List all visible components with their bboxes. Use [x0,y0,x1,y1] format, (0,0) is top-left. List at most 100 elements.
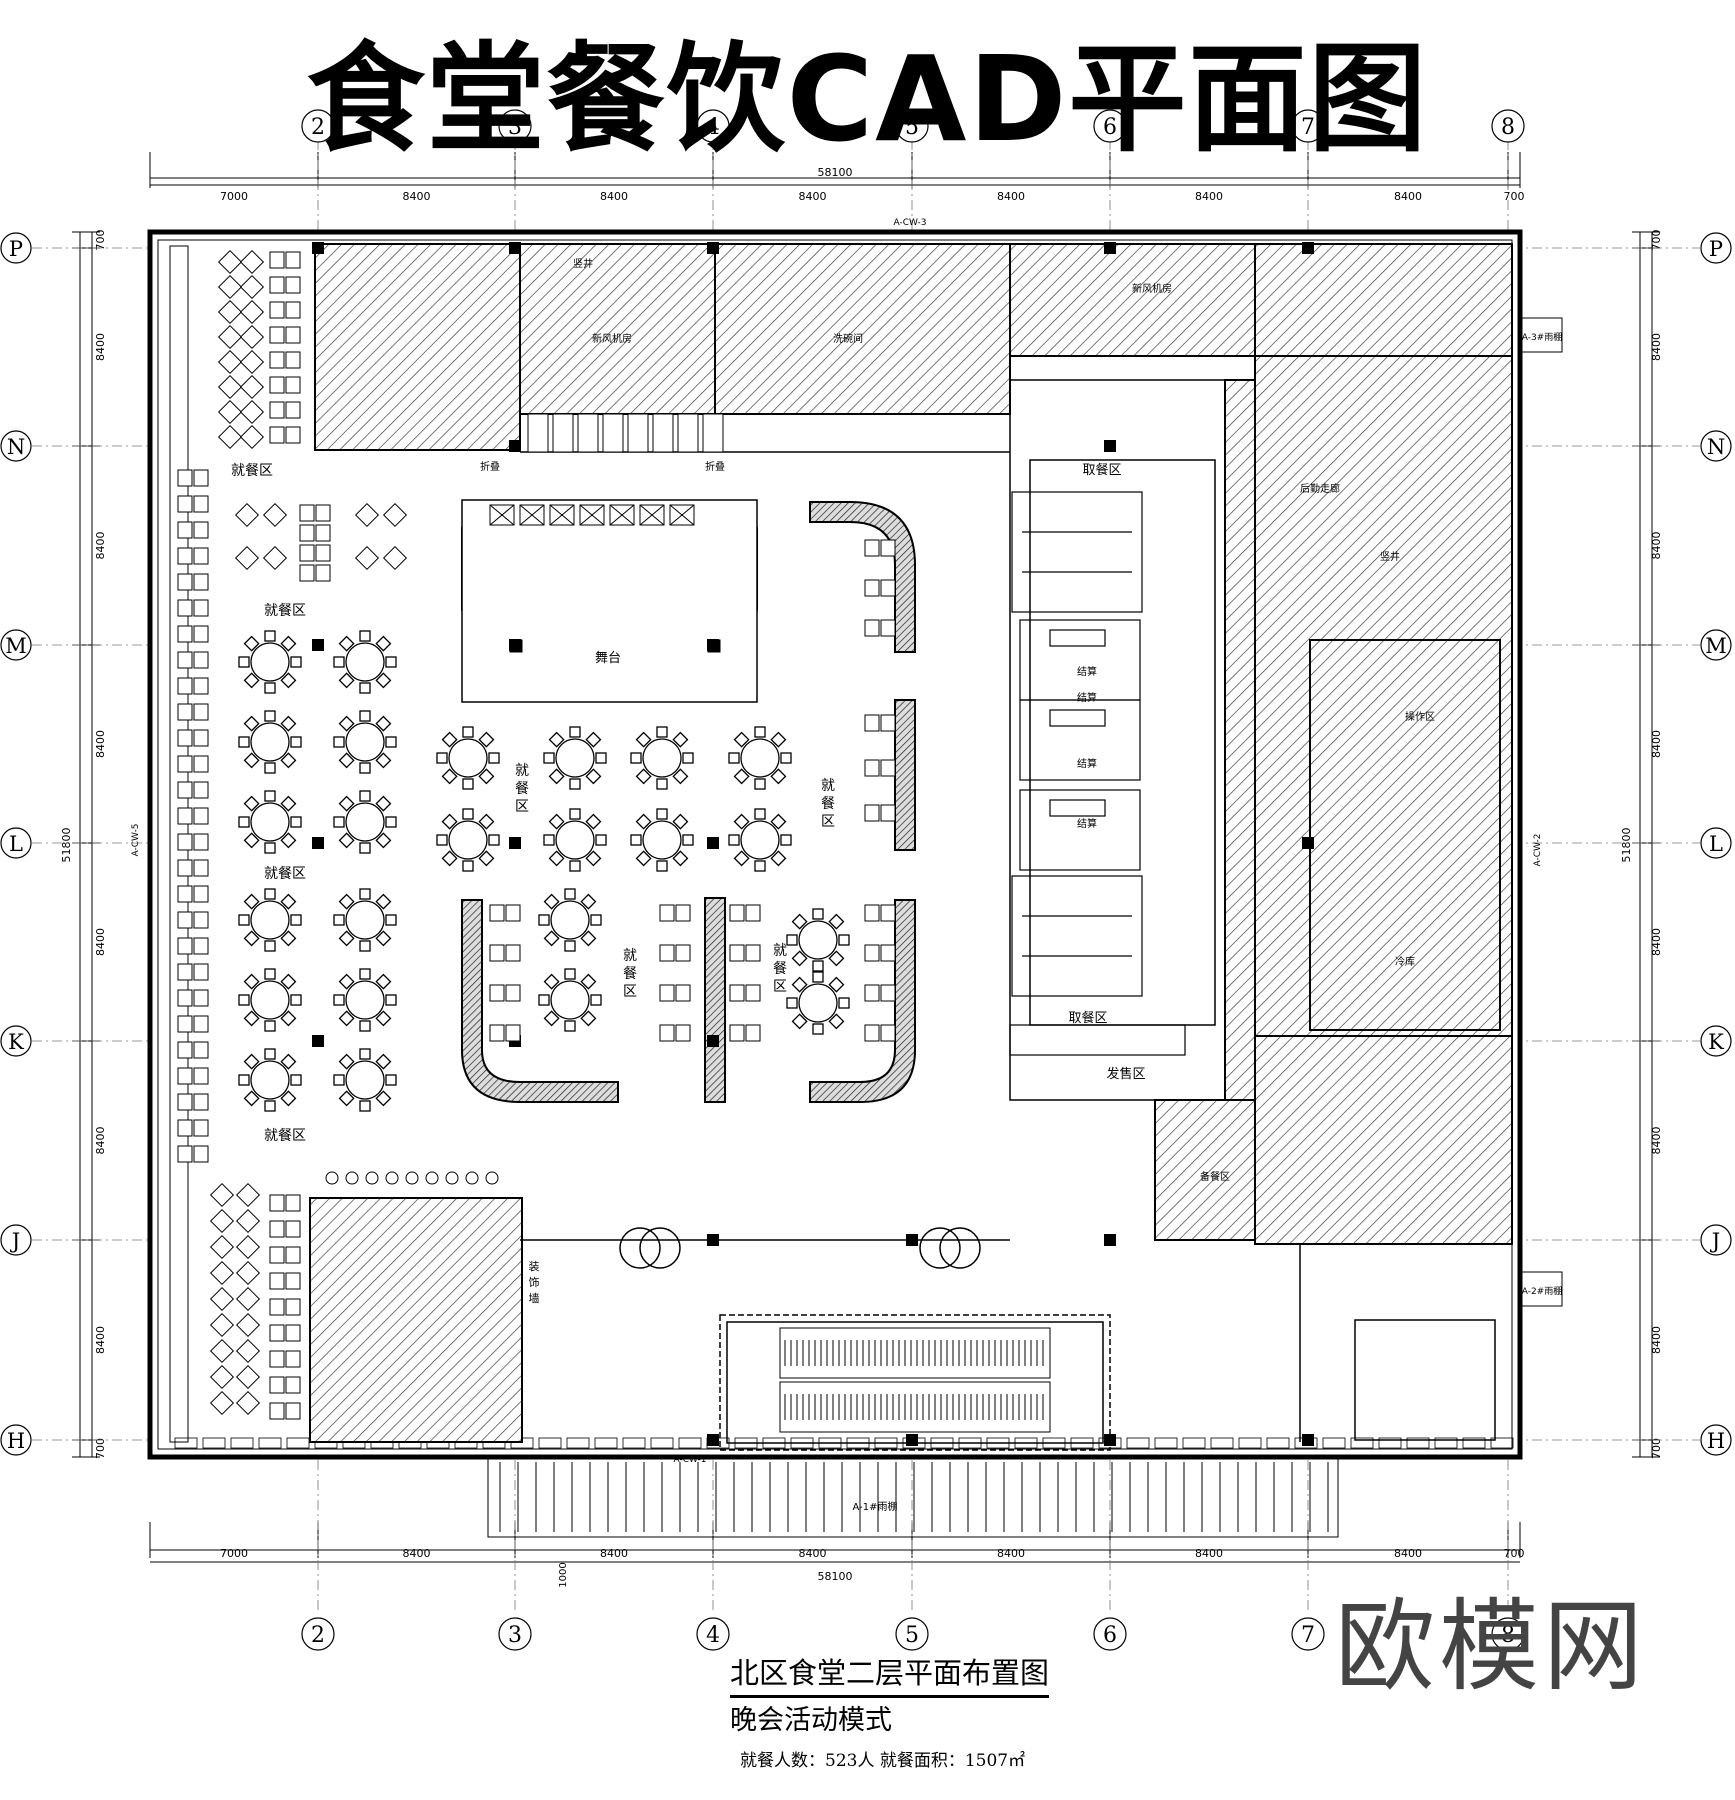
chair [280,635,297,652]
seat [177,1119,193,1137]
seat [193,755,209,773]
bar-stool [325,1171,339,1185]
chair [828,976,845,993]
label-checkout: 结算 [1077,817,1097,830]
chair [569,860,581,872]
grid-bubble-row [1700,232,1732,264]
table-top [250,1060,290,1100]
tag-cw2: A-CW-2 [1533,834,1543,867]
curtain-mullion [258,1437,282,1449]
chair [359,762,371,774]
round-table [543,726,607,790]
round-table [538,968,602,1032]
chair [264,762,276,774]
table-top [642,738,682,778]
grid-bubble-col [498,109,532,143]
banner-title: 食堂餐饮CAD平面图 [306,30,1429,168]
square-table [235,1338,261,1364]
label-folding-door: 折叠 [705,460,725,473]
label-pickup-bottom: 取餐区 [1068,1010,1107,1026]
square-table [239,349,265,375]
grid-row-label-K: K [1708,1030,1724,1054]
grid-row-label-M: M [5,634,27,658]
seat [193,469,209,487]
label-dining-vertical: 就餐区 [773,943,787,995]
round-table [333,968,397,1032]
chair [238,994,250,1006]
seat [269,1324,285,1342]
chair [333,736,345,748]
seat [177,677,193,695]
square-table [239,299,265,325]
seat [269,1402,285,1420]
grid-col-label-2: 2 [311,115,325,140]
label-kitchen: 操作区 [1405,710,1435,723]
pickup-bay [1011,875,1143,997]
chair [569,778,581,790]
chair [338,752,355,769]
column [312,837,324,849]
chair [280,672,297,689]
seat [269,1246,285,1264]
grid-bubble-row [0,629,32,661]
chair [333,994,345,1006]
chair [538,914,550,926]
chair [243,795,260,812]
seat [193,1015,209,1033]
curtain-mullion [1322,1437,1346,1449]
seat [675,904,691,922]
column [707,1035,719,1047]
square-table [217,324,243,350]
seat [193,989,209,1007]
seat [880,804,896,822]
chair [359,790,371,802]
chair [243,752,260,769]
label-dining: 就餐区 [264,866,306,882]
seat [880,904,896,922]
seat [193,651,209,669]
seat [880,759,896,777]
grid-col-label-4: 4 [706,1623,720,1648]
stage-light [489,504,515,526]
seat [285,1272,301,1290]
seat [193,521,209,539]
grid-col-label-6: 6 [1103,1623,1117,1648]
grid-bubble-col [1491,109,1525,143]
dim-left-4: 8400 [94,928,107,956]
chair [338,795,355,812]
seat [193,1067,209,1085]
seat [864,579,880,597]
seat [315,564,331,582]
chair [338,973,355,990]
chair [441,813,458,830]
dim-top-4: 8400 [997,190,1025,203]
tag-cw1: A-CW-1 [674,1455,707,1465]
seat [193,1093,209,1111]
chair [585,813,602,830]
chair [238,816,250,828]
square-table [209,1286,235,1312]
chair [264,842,276,854]
square-table [354,502,380,528]
table-top [448,738,488,778]
chair [478,813,495,830]
wall-panel [652,413,674,453]
seat [193,703,209,721]
column [312,242,324,254]
seat [489,1024,505,1042]
square-table [234,545,260,571]
seat [285,1324,301,1342]
seat [864,904,880,922]
seat [489,984,505,1002]
stage-light [579,504,605,526]
seat [745,944,761,962]
chair [264,1100,276,1112]
round-table [786,971,850,1035]
chair [290,914,302,926]
chair [754,808,766,820]
round-table [238,630,302,694]
grid-row-label-J: J [10,1229,20,1253]
label-pantry: 备餐区 [1200,1170,1230,1183]
seat [193,911,209,929]
seat [315,504,331,522]
